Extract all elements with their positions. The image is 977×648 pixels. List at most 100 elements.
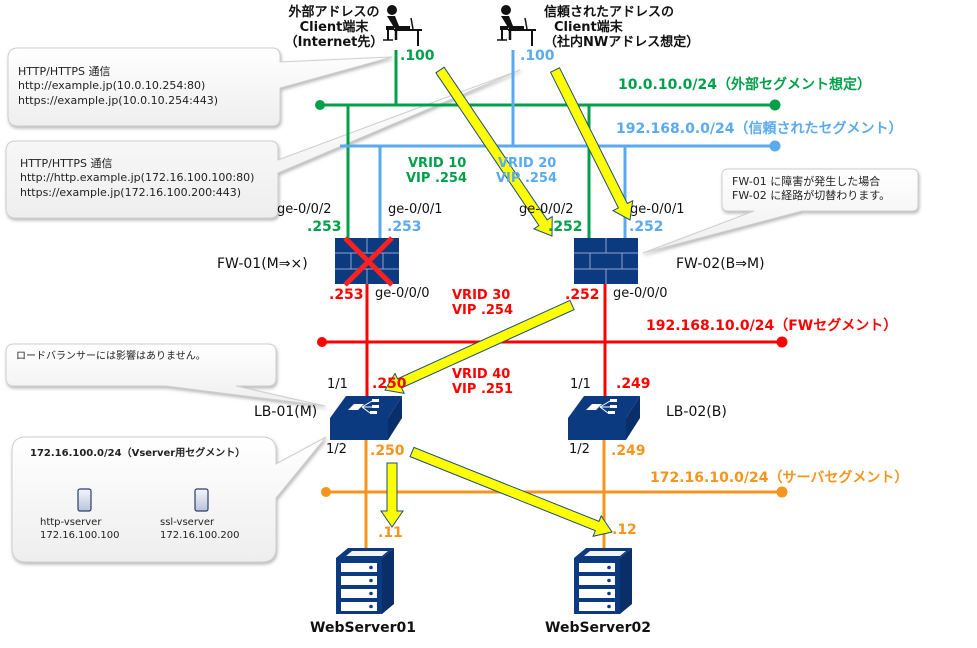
lb02-icon[interactable] bbox=[568, 396, 640, 440]
fw01-ip-trust: .253 bbox=[387, 219, 422, 235]
client-external-ip: .100 bbox=[400, 48, 435, 64]
fw01-failed-x-icon bbox=[343, 236, 394, 287]
callout-line: FW-01 に障害が発生した場合 bbox=[732, 175, 881, 188]
callout-line: HTTP/HTTPS 通信 bbox=[18, 65, 111, 78]
fw02-ip-in: .252 bbox=[565, 287, 600, 303]
segment-external-start bbox=[315, 100, 325, 110]
webserver02-name: WebServer02 bbox=[545, 620, 651, 636]
callout-failover bbox=[642, 168, 919, 254]
webserver02-ip: .12 bbox=[612, 522, 637, 538]
webserver02-icon[interactable] bbox=[574, 548, 632, 614]
fw02-icon[interactable] bbox=[574, 238, 638, 284]
lb02-label: LB-02(B) bbox=[666, 404, 727, 420]
fw02-if-ext: ge-0/0/2 bbox=[519, 202, 574, 217]
vserver-ssl: ssl-vserver 172.16.100.200 bbox=[160, 517, 240, 542]
lb02-port-down: 1/2 bbox=[569, 442, 590, 457]
vrid40-label: VRID 40 VIP .251 bbox=[452, 367, 514, 398]
lb02-ip-up: .249 bbox=[616, 376, 651, 392]
lb01-ip-down: .250 bbox=[370, 443, 405, 459]
fw01-ip-in: .253 bbox=[329, 287, 364, 303]
lb02-port-up: 1/1 bbox=[570, 377, 591, 392]
callout-line: http://example.jp(10.0.10.254:80) bbox=[18, 79, 206, 93]
callout-external-http-text: HTTP/HTTPS 通信 http://example.jp(10.0.10.… bbox=[18, 65, 218, 108]
webserver01-name: WebServer01 bbox=[310, 620, 416, 636]
flow-arrow-lb01-to-ws01 bbox=[380, 462, 404, 528]
fw01-if-trust: ge-0/0/1 bbox=[388, 202, 443, 217]
vrid-line: VIP .254 bbox=[496, 170, 558, 186]
fw01-label: FW-01(M⇒×) bbox=[217, 256, 308, 272]
label-line: 信頼されたアドレスの bbox=[544, 5, 675, 20]
segment-external-end bbox=[769, 99, 781, 111]
callout-trusted-http-text: HTTP/HTTPS 通信 http://http.example.jp(172… bbox=[20, 157, 254, 200]
vserver-ip: 172.16.100.100 bbox=[40, 529, 120, 541]
lb01-label: LB-01(M) bbox=[254, 404, 318, 420]
vrid-line: VIP .251 bbox=[452, 381, 514, 397]
segment-fw-label: 192.168.10.0/24（FWセグメント） bbox=[646, 318, 898, 334]
fw02-ip-trust: .252 bbox=[629, 219, 664, 235]
lb01-port-down: 1/2 bbox=[326, 442, 347, 457]
segment-external-label: 10.0.10.0/24（外部セグメント想定） bbox=[618, 77, 871, 93]
fw01-ip-ext: .253 bbox=[307, 219, 342, 235]
segment-fw-end bbox=[776, 336, 788, 348]
client-trusted-label: 信頼されたアドレスの Client端末 （社内NWアドレス想定） bbox=[544, 5, 700, 51]
client-external-icon bbox=[383, 5, 422, 46]
label-line: （社内NWアドレス想定） bbox=[544, 34, 700, 50]
label-line: （Internet先） bbox=[284, 34, 384, 50]
callout-line: http://http.example.jp(172.16.100.100:80… bbox=[20, 171, 255, 185]
fw02-label: FW-02(B⇒M) bbox=[676, 256, 765, 272]
vserver-ip: 172.16.100.200 bbox=[160, 529, 240, 541]
vrid10-label: VRID 10 VIP .254 bbox=[406, 156, 468, 187]
vserver-segment-title: 172.16.100.0/24（Vserver用セグメント） bbox=[30, 448, 246, 459]
callout-lb-note-text: ロードバランサーには影響はありません。 bbox=[16, 351, 206, 362]
label-line: 外部アドレスの bbox=[288, 5, 380, 20]
callout-failover-text: FW-01 に障害が発生した場合 FW-02 に経路が切替わります。 bbox=[732, 175, 890, 204]
vrid-line: VRID 30 bbox=[452, 288, 511, 303]
vserver-name: http-vserver bbox=[40, 517, 102, 528]
fw02-ip-ext: .252 bbox=[548, 219, 583, 235]
lb01-port-up: 1/1 bbox=[327, 377, 348, 392]
traffic-flow-arrows bbox=[380, 66, 634, 537]
lb01-icon[interactable] bbox=[330, 396, 402, 440]
segment-fw-start bbox=[317, 337, 327, 347]
segment-server-label: 172.16.10.0/24（サーバセグメント） bbox=[650, 470, 909, 486]
vrid-line: VRID 10 bbox=[408, 156, 467, 171]
flow-arrow-fw02-to-lb01 bbox=[384, 299, 575, 395]
vrid30-label: VRID 30 VIP .254 bbox=[452, 288, 513, 319]
label-line: Client端末 bbox=[554, 19, 623, 35]
webserver01-icon[interactable] bbox=[336, 548, 394, 614]
flow-arrow-lb01-to-ws02 bbox=[409, 446, 613, 537]
client-trusted-ip: .100 bbox=[520, 48, 555, 64]
fw02-if-in: ge-0/0/0 bbox=[613, 286, 668, 301]
lb01-ip-up: .250 bbox=[372, 376, 407, 392]
callout-line: FW-02 に経路が切替わります。 bbox=[732, 189, 891, 203]
vrid-line: VIP .254 bbox=[406, 170, 468, 186]
vserver-ssl-icon bbox=[194, 488, 209, 512]
segment-trusted-lines bbox=[340, 50, 775, 238]
client-trusted-icon bbox=[497, 5, 536, 46]
label-line: Client端末 bbox=[299, 19, 369, 35]
segment-server-start bbox=[321, 487, 331, 497]
callout-trusted-http bbox=[5, 69, 521, 219]
segment-trusted-label: 192.168.0.0/24（信頼されたセグメント） bbox=[616, 121, 903, 137]
vserver-http: http-vserver 172.16.100.100 bbox=[40, 517, 120, 542]
segment-server-end bbox=[776, 486, 788, 498]
segment-fw-lines bbox=[322, 283, 782, 398]
callout-external-http bbox=[7, 47, 393, 127]
flow-arrow-external-to-fw02 bbox=[435, 66, 553, 237]
fw01-if-in: ge-0/0/0 bbox=[375, 286, 430, 301]
vrid20-label: VRID 20 VIP .254 bbox=[496, 156, 558, 187]
lb02-ip-down: .249 bbox=[611, 443, 646, 459]
webserver01-ip: .11 bbox=[378, 525, 403, 541]
vrid-line: VRID 40 bbox=[452, 367, 511, 382]
vrid-line: VRID 20 bbox=[498, 156, 557, 171]
callout-line: https://example.jp(172.16.100.200:443) bbox=[20, 185, 242, 199]
callout-lb-note bbox=[5, 343, 326, 407]
flow-arrow-trusted-to-fw02 bbox=[549, 67, 634, 221]
callout-line: HTTP/HTTPS 通信 bbox=[20, 157, 113, 170]
vserver-name: ssl-vserver bbox=[160, 517, 215, 528]
callout-vserver bbox=[11, 436, 327, 563]
client-external-label: 外部アドレスの Client端末 （Internet先） bbox=[284, 5, 384, 51]
vserver-http-icon bbox=[77, 488, 92, 512]
fw02-if-trust: ge-0/0/1 bbox=[630, 202, 685, 217]
